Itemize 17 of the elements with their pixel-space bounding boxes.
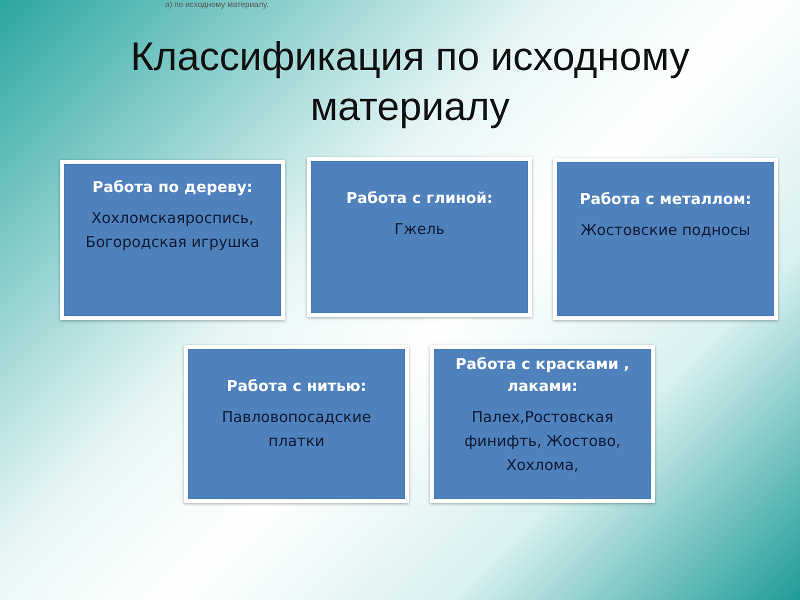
category-box: [553, 158, 778, 320]
box-heading: Работа с красками , лаками:: [454, 354, 630, 397]
box-text: Павловопосадские платки: [220, 407, 372, 452]
box-text: Гжель: [393, 219, 446, 240]
box-heading: Работа с глиной:: [345, 188, 494, 209]
box-text: Палех,Ростовская финифть, Жостово, Хохлома,: [463, 407, 622, 476]
category-box: [60, 160, 285, 320]
category-box: [184, 345, 409, 503]
category-box: [307, 157, 532, 317]
box-heading: Работа с нитью:: [226, 376, 368, 397]
box-heading: Работа по дереву:: [91, 177, 254, 198]
box-text: Жостовские подносы: [580, 220, 752, 241]
box-heading: Работа с металлом:: [578, 189, 752, 210]
slide-title: Классификация по исходному материалу: [129, 34, 691, 131]
box-text: Хохломскаяроспись, Богородская игрушка: [84, 208, 260, 253]
category-box: [430, 345, 655, 503]
subheading-note: а) по исходному материалу.: [165, 0, 269, 9]
